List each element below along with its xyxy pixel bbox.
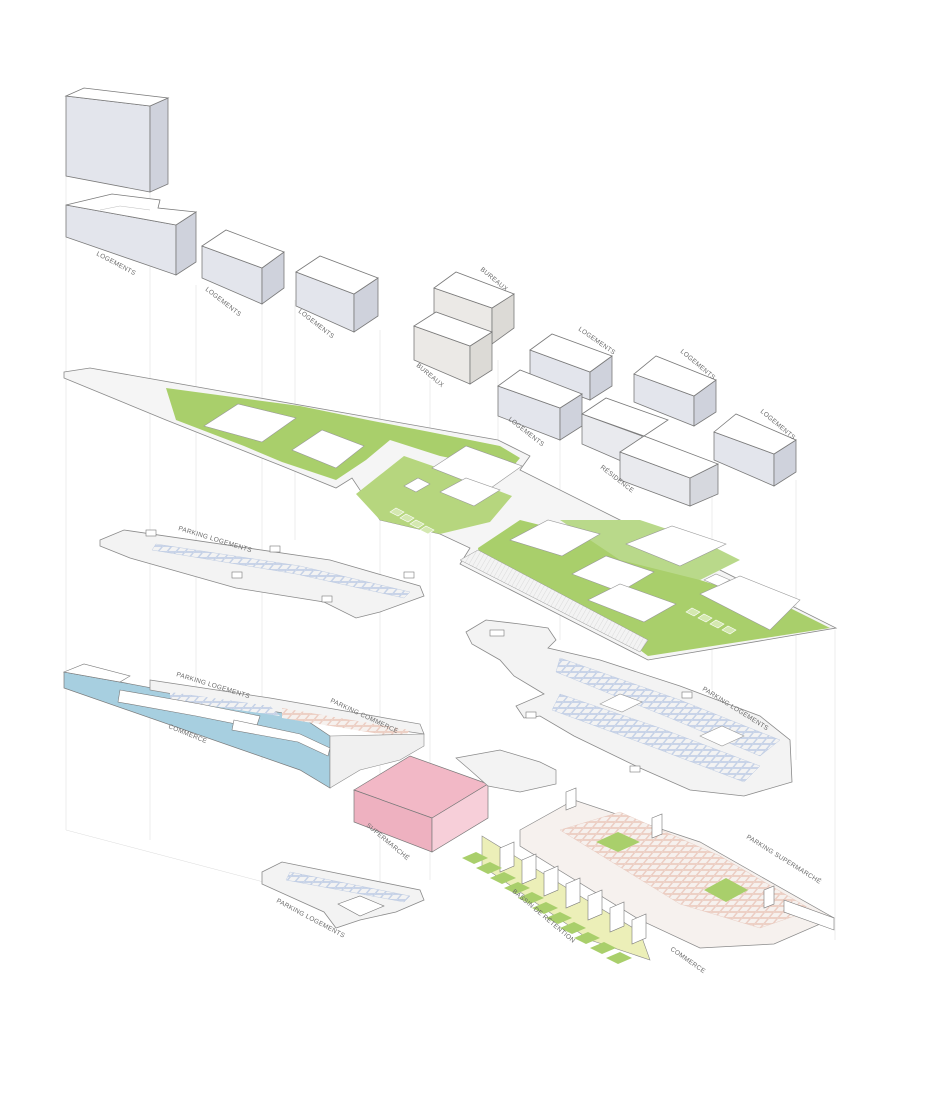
retention-basin [462,852,632,964]
housing-block-5 [497,369,583,441]
tower-building [64,87,170,193]
housing-block-1 [65,193,198,276]
residence-block [581,397,719,507]
office-block-lower [413,311,493,385]
label-commerce-2: COMMERCE [669,946,707,975]
green-roof-slab [63,367,838,661]
housing-block-2 [201,229,285,305]
parking-logements-slab-upper [99,529,425,619]
housing-block-6 [633,355,717,427]
housing-block-7 [713,413,797,487]
parking-logements-slab-right [465,619,793,797]
supermarket-block [353,749,557,853]
parking-logements-slab-lower [261,861,425,929]
housing-block-4 [529,333,613,401]
housing-block-3 [295,255,379,333]
parking-supermarche-level [481,787,835,961]
commerce-level-left [62,663,425,789]
